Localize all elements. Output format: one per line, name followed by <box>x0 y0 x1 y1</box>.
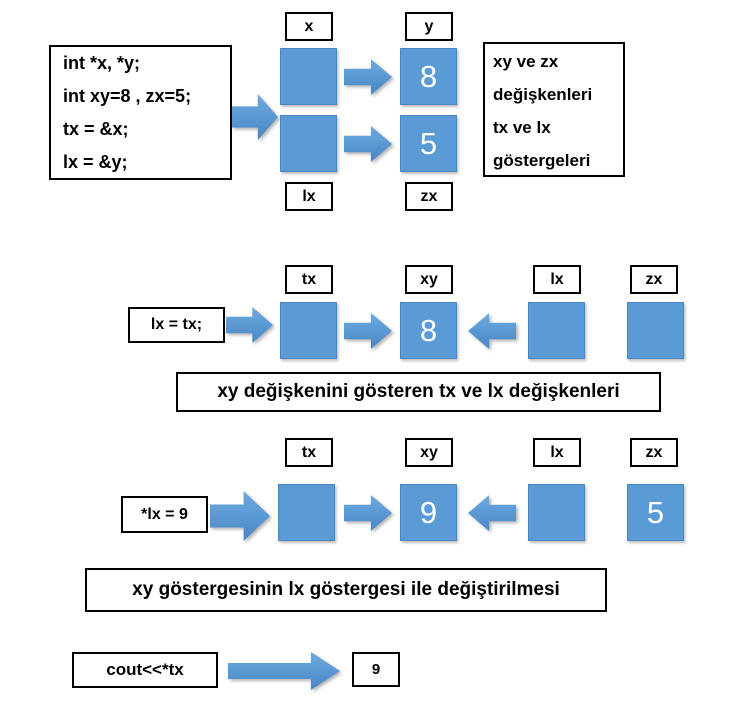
info-line: göstergeleri <box>493 151 591 170</box>
statement-box: cout<<*tx <box>72 652 218 688</box>
memory-box-y: 8 <box>400 48 457 105</box>
caption: xy göstergesinin lx göstergesi ile değiş… <box>85 568 607 612</box>
right-arrow-icon <box>344 495 392 531</box>
memory-box-lx <box>528 302 585 359</box>
info-line: değişkenleri <box>493 85 593 104</box>
memory-value: 5 <box>646 495 665 530</box>
memory-box-xy: 9 <box>400 484 457 541</box>
memory-box-lx <box>528 484 585 541</box>
right-arrow-icon <box>210 491 270 541</box>
var-label-zx: zx <box>405 182 453 211</box>
right-arrow-icon <box>226 307 273 343</box>
var-label-lx: lx <box>533 438 581 467</box>
memory-box-zx <box>627 302 684 359</box>
result-box: 9 <box>352 652 400 687</box>
memory-box-tx <box>280 302 337 359</box>
var-label-xy: xy <box>405 438 453 467</box>
right-arrow-icon <box>228 652 340 690</box>
memory-box-zx: 5 <box>400 115 457 172</box>
memory-box-lx <box>280 115 337 172</box>
var-label-x: x <box>285 12 333 41</box>
code-line: tx = &x; <box>63 119 129 139</box>
memory-box-zx: 5 <box>627 484 684 541</box>
caption: xy değişkenini gösteren tx ve lx değişke… <box>176 372 661 412</box>
code-line: lx = &y; <box>63 152 128 172</box>
var-label-y: y <box>405 12 453 41</box>
memory-value: 9 <box>419 495 438 530</box>
info-line: tx ve lx <box>493 118 551 137</box>
right-arrow-icon <box>344 313 392 349</box>
memory-box-x <box>280 48 337 105</box>
statement-box: lx = tx; <box>128 307 225 343</box>
memory-value: 8 <box>419 59 438 94</box>
var-label-tx: tx <box>285 438 333 467</box>
info-box: xy ve zx değişkenleri tx ve lx göstergel… <box>483 42 625 177</box>
var-label-lx: lx <box>285 182 333 211</box>
right-arrow-icon <box>344 126 392 162</box>
left-arrow-icon <box>468 313 516 349</box>
right-arrow-icon <box>344 59 392 95</box>
var-label-zx: zx <box>630 265 678 294</box>
var-label-lx: lx <box>533 265 581 294</box>
var-label-zx: zx <box>630 438 678 467</box>
var-label-xy: xy <box>405 265 453 294</box>
code-line: int *x, *y; <box>63 53 141 73</box>
var-label-tx: tx <box>285 265 333 294</box>
left-arrow-icon <box>468 495 516 531</box>
code-line: int xy=8 , zx=5; <box>63 86 192 106</box>
right-arrow-icon <box>232 94 278 140</box>
statement-box: *lx = 9 <box>121 496 208 533</box>
code-box: int *x, *y; int xy=8 , zx=5; tx = &x; lx… <box>49 45 232 180</box>
memory-box-tx <box>278 484 335 541</box>
memory-box-xy: 8 <box>400 302 457 359</box>
info-line: xy ve zx <box>493 52 559 71</box>
memory-value: 5 <box>419 126 438 161</box>
memory-value: 8 <box>419 313 438 348</box>
